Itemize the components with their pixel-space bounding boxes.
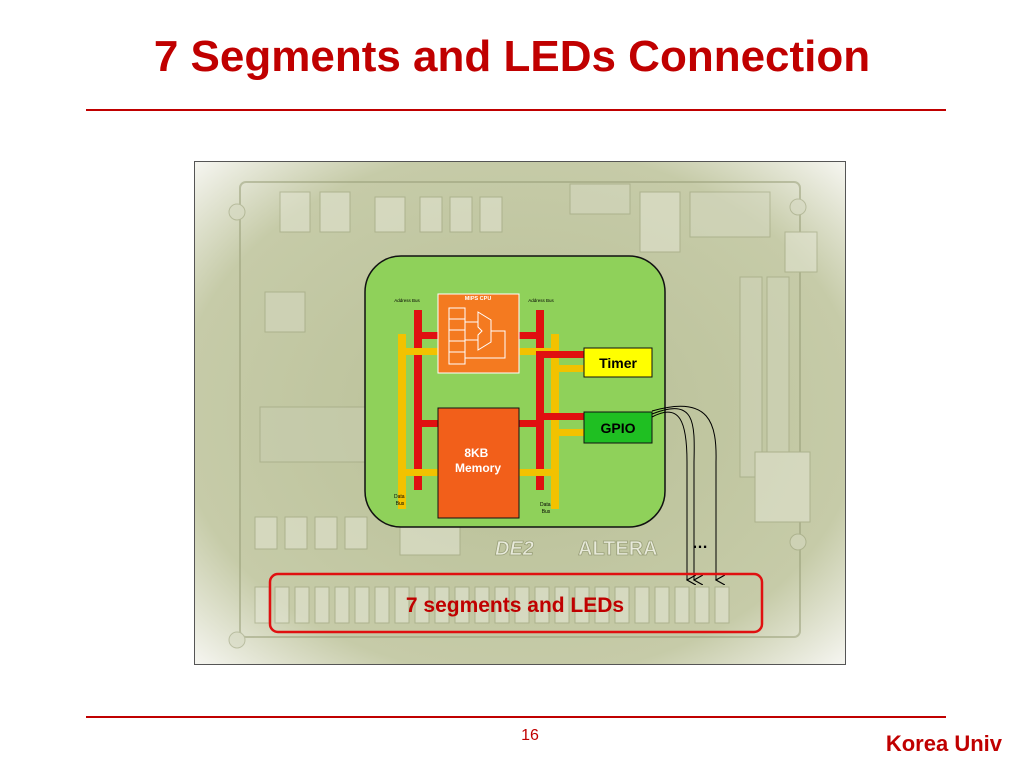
segments-leds-box <box>268 572 764 634</box>
data-bus-left-line: Data <box>394 494 405 500</box>
data-bus-right-label: Data Bus <box>540 502 552 515</box>
memory-label-line: 8KB <box>464 446 488 460</box>
slide-title: 7 Segments and LEDs Connection <box>153 32 871 81</box>
data-bus-left-line: Bus <box>396 501 405 507</box>
timer-label: Timer <box>599 355 637 371</box>
cpu-block <box>437 293 520 374</box>
memory-label: 8KB Memory <box>455 446 501 475</box>
footer-brand: Korea Univ <box>885 731 1002 756</box>
data-bus-right-line: Bus <box>542 509 551 515</box>
timer-block <box>583 347 653 378</box>
address-bus-left-label: Address Bus <box>394 298 420 303</box>
cpu-internals-icon <box>448 307 506 365</box>
board-logo-de2: DE2 <box>495 538 534 560</box>
board-logo-altera: ALTERA <box>578 538 658 560</box>
memory-label-line: Memory <box>455 461 501 475</box>
board-components-decoration <box>228 181 818 649</box>
ellipsis-label: … <box>692 535 708 552</box>
gpio-block <box>583 411 653 444</box>
gpio-output-wires <box>651 405 716 580</box>
system-diagram: DE2 ALTERA <box>194 161 846 665</box>
gpio-label: GPIO <box>600 420 635 436</box>
title-divider <box>86 109 946 111</box>
data-bus-left-label: Data Bus <box>394 494 406 507</box>
diagram-canvas: DE2 ALTERA <box>195 162 845 664</box>
memory-block <box>437 407 520 519</box>
data-bus-right-line: Data <box>540 502 551 508</box>
footer-divider <box>86 716 946 718</box>
cpu-label: MIPS CPU <box>465 296 492 302</box>
segments-leds-label: 7 segments and LEDs <box>406 594 624 617</box>
system-buses <box>398 310 586 509</box>
address-bus-right-label: Address Bus <box>528 298 554 303</box>
page-number: 16 <box>521 727 539 744</box>
